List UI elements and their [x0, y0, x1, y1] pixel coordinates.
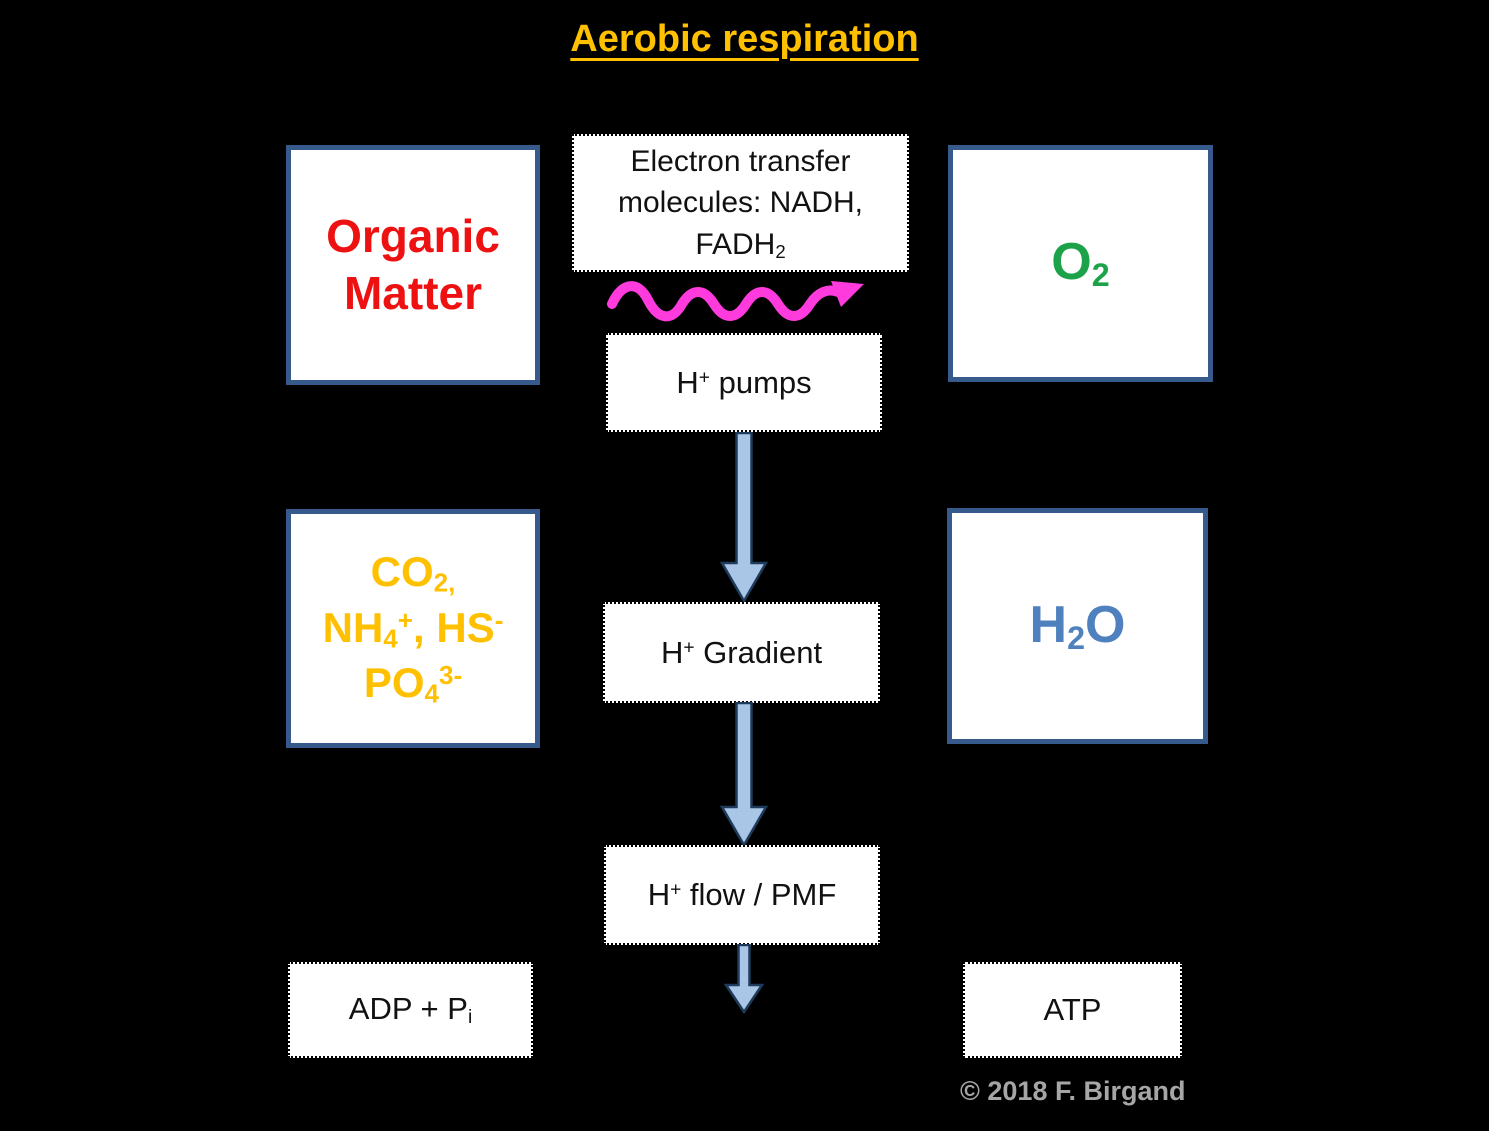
h2o-h: H	[1029, 595, 1068, 654]
electron-transfer-line2: molecules: NADH,	[617, 186, 864, 220]
hs-superscript: -	[494, 604, 504, 635]
adp-subscript: i	[467, 1007, 473, 1029]
h-gradient-superscript: +	[683, 636, 695, 658]
h-flow-superscript: +	[670, 879, 682, 901]
nh4-superscript: +	[397, 604, 413, 635]
h2o-subscript: 2	[1067, 620, 1086, 657]
h2o-label: H2O	[1030, 595, 1126, 657]
node-h-gradient: H+ Gradient	[603, 602, 880, 703]
electron-transfer-line1: Electron transfer	[630, 145, 851, 179]
nh4-subscript: 4	[383, 623, 398, 654]
h-pumps-base: H	[676, 364, 699, 400]
down-arrow-icon	[723, 944, 765, 1014]
node-organic-matter: Organic Matter	[286, 145, 540, 385]
byproducts-line2: NH4+, HS-	[323, 601, 504, 657]
fadh-subscript: 2	[775, 240, 786, 262]
organic-matter-label: Organic Matter	[326, 209, 500, 320]
node-atp: ATP	[963, 962, 1182, 1058]
node-byproducts: CO2, NH4+, HS- PO43-	[286, 509, 540, 748]
h-gradient-tail: Gradient	[694, 634, 823, 670]
po4-subscript: 4	[424, 679, 439, 709]
h2o-o: O	[1085, 595, 1126, 654]
wavy-arrow-icon	[607, 281, 864, 322]
co2-subscript: 2,	[433, 567, 456, 598]
adp-base: ADP + P	[348, 990, 468, 1026]
node-adp-pi: ADP + Pi	[288, 962, 533, 1058]
byproducts-separator: ,	[412, 603, 437, 651]
electron-transfer-line3: FADH2	[695, 224, 785, 265]
o2-label: O2	[1051, 232, 1109, 294]
byproducts-line3: PO43-	[323, 656, 504, 712]
h-gradient-label: H+ Gradient	[661, 635, 822, 671]
atp-label: ATP	[1043, 992, 1102, 1027]
nh4-base: NH	[322, 603, 384, 651]
byproducts-line1: CO2,	[323, 545, 504, 601]
node-h-pumps: H+ pumps	[606, 333, 882, 432]
adp-pi-label: ADP + Pi	[349, 991, 472, 1029]
node-h-flow-pmf: H+ flow / PMF	[604, 845, 880, 945]
h-gradient-base: H	[660, 634, 684, 670]
h-flow-tail: flow / PMF	[681, 877, 837, 912]
o2-base: O	[1051, 233, 1092, 292]
po4-base: PO	[363, 659, 425, 707]
node-o2: O2	[948, 145, 1213, 382]
h-pumps-superscript: +	[698, 366, 710, 388]
o2-subscript: 2	[1091, 257, 1110, 294]
node-h2o: H2O	[947, 508, 1208, 744]
node-electron-transfer: Electron transfer molecules: NADH, FADH2	[572, 134, 909, 272]
po4-superscript: 3-	[439, 660, 463, 691]
page-title-text: Aerobic respiration	[570, 18, 919, 60]
byproducts-label: CO2, NH4+, HS- PO43-	[323, 545, 504, 712]
hs-base: HS	[436, 603, 495, 651]
down-arrow-icon	[719, 702, 769, 847]
fadh-base: FADH	[695, 227, 776, 261]
page-title: Aerobic respiration	[0, 18, 1489, 61]
down-arrow-icon	[719, 432, 769, 603]
h-flow-base: H	[647, 877, 671, 912]
h-pumps-label: H+ pumps	[676, 365, 811, 401]
co2-base: CO	[370, 548, 434, 596]
h-pumps-tail: pumps	[709, 364, 812, 400]
copyright-text: © 2018 F. Birgand	[960, 1076, 1186, 1106]
h-flow-label: H+ flow / PMF	[648, 877, 837, 913]
